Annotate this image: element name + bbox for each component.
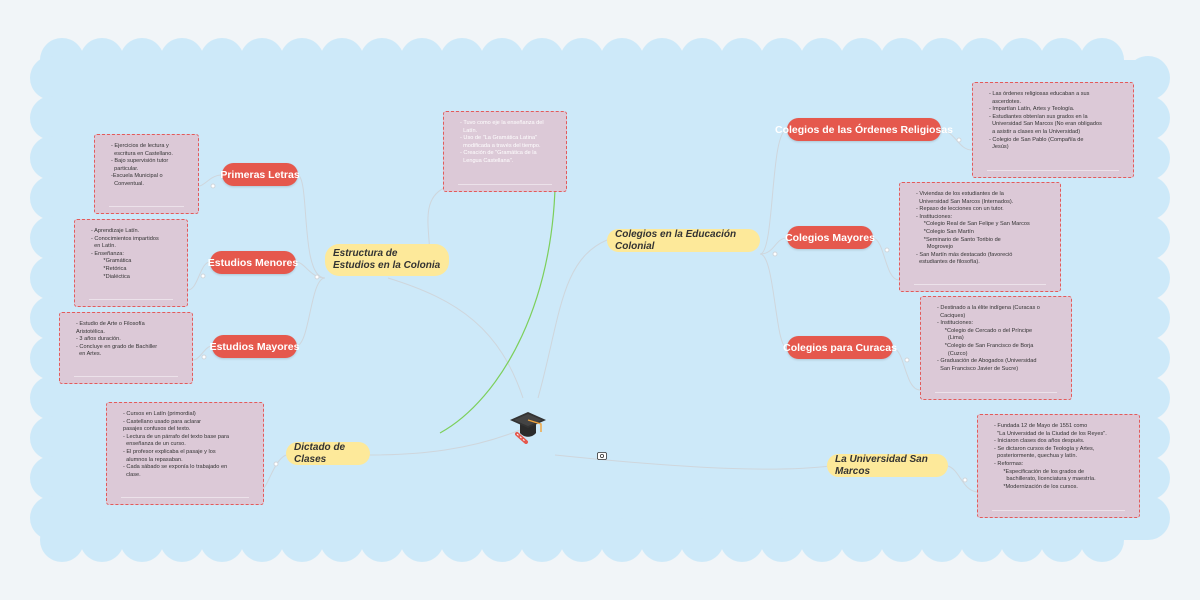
note-ordenes-religiosas[interactable]: - Las órdenes religiosas educaban a sus …: [972, 82, 1134, 178]
topic-estudios-menores[interactable]: Estudios Menores: [208, 251, 298, 274]
note-colegios-curacas[interactable]: - Destinado a la élite indígena (Curacas…: [920, 296, 1072, 400]
topic-colegios-mayores[interactable]: Colegios Mayores: [785, 226, 875, 249]
topic-colegios-curacas[interactable]: Colegios para Curacas: [783, 336, 897, 359]
link-mayores-note-r: [872, 237, 900, 281]
note-estudios-mayores[interactable]: - Estudio de Arte o Filosofía Aristotéli…: [59, 312, 193, 384]
topic-primeras-letras[interactable]: Primeras Letras: [220, 163, 300, 186]
note-universidad[interactable]: - Fundada 12 de Mayo de 1551 como "La Un…: [977, 414, 1140, 518]
link-estructura-primeras: [297, 174, 326, 279]
topic-universidad-san-marcos[interactable]: La Universidad San Marcos: [827, 454, 948, 477]
link-primeras-note: [198, 174, 223, 187]
map-link-icon[interactable]: [597, 452, 607, 460]
topic-dictado-clases[interactable]: Dictado de Clases: [286, 442, 370, 465]
link-menores-note: [187, 261, 211, 291]
link-mayores-note: [192, 345, 213, 361]
note-primeras-letras[interactable]: - Ejercicios de lectura y escritura en C…: [94, 134, 199, 214]
topic-colegios-educacion[interactable]: Colegios en la Educación Colonial: [607, 229, 760, 252]
link-curacas-note: [892, 347, 921, 391]
link-estructura-mayores: [295, 277, 326, 347]
link-colegios-mayores: [759, 237, 788, 255]
topic-estudios-mayores[interactable]: Estudios Mayores: [210, 335, 299, 358]
link-center-colegios: [537, 239, 608, 399]
link-colegios-ordenes: [759, 129, 788, 255]
note-dictado[interactable]: - Cursos en Latín (primordial) - Castell…: [106, 402, 264, 505]
link-center-estructura: [387, 277, 524, 399]
graduation-cap-icon[interactable]: [508, 408, 548, 444]
link-colegios-curacas: [759, 253, 788, 349]
topic-colegios-ordenes[interactable]: Colegios de las Órdenes Religiosas: [775, 118, 953, 141]
link-ordenes-note: [939, 129, 973, 151]
link-center-universidad: [554, 454, 831, 470]
relationship-arrow: [439, 154, 556, 434]
link-dictado-note: [263, 454, 287, 489]
link-universidad-note: [947, 465, 978, 493]
note-colegios-mayores[interactable]: - Viviendas de los estudiantes de la Uni…: [899, 182, 1061, 292]
link-estructura-menores: [295, 261, 326, 279]
note-latin[interactable]: - Tuvo como eje la enseñanza del Latín. …: [443, 111, 567, 192]
note-estudios-menores[interactable]: - Aprendizaje Latín. - Conocimientos imp…: [74, 219, 188, 307]
topic-estructura-estudios[interactable]: Estructura de Estudios en la Colonia: [325, 244, 449, 276]
link-center-dictado: [368, 429, 521, 456]
